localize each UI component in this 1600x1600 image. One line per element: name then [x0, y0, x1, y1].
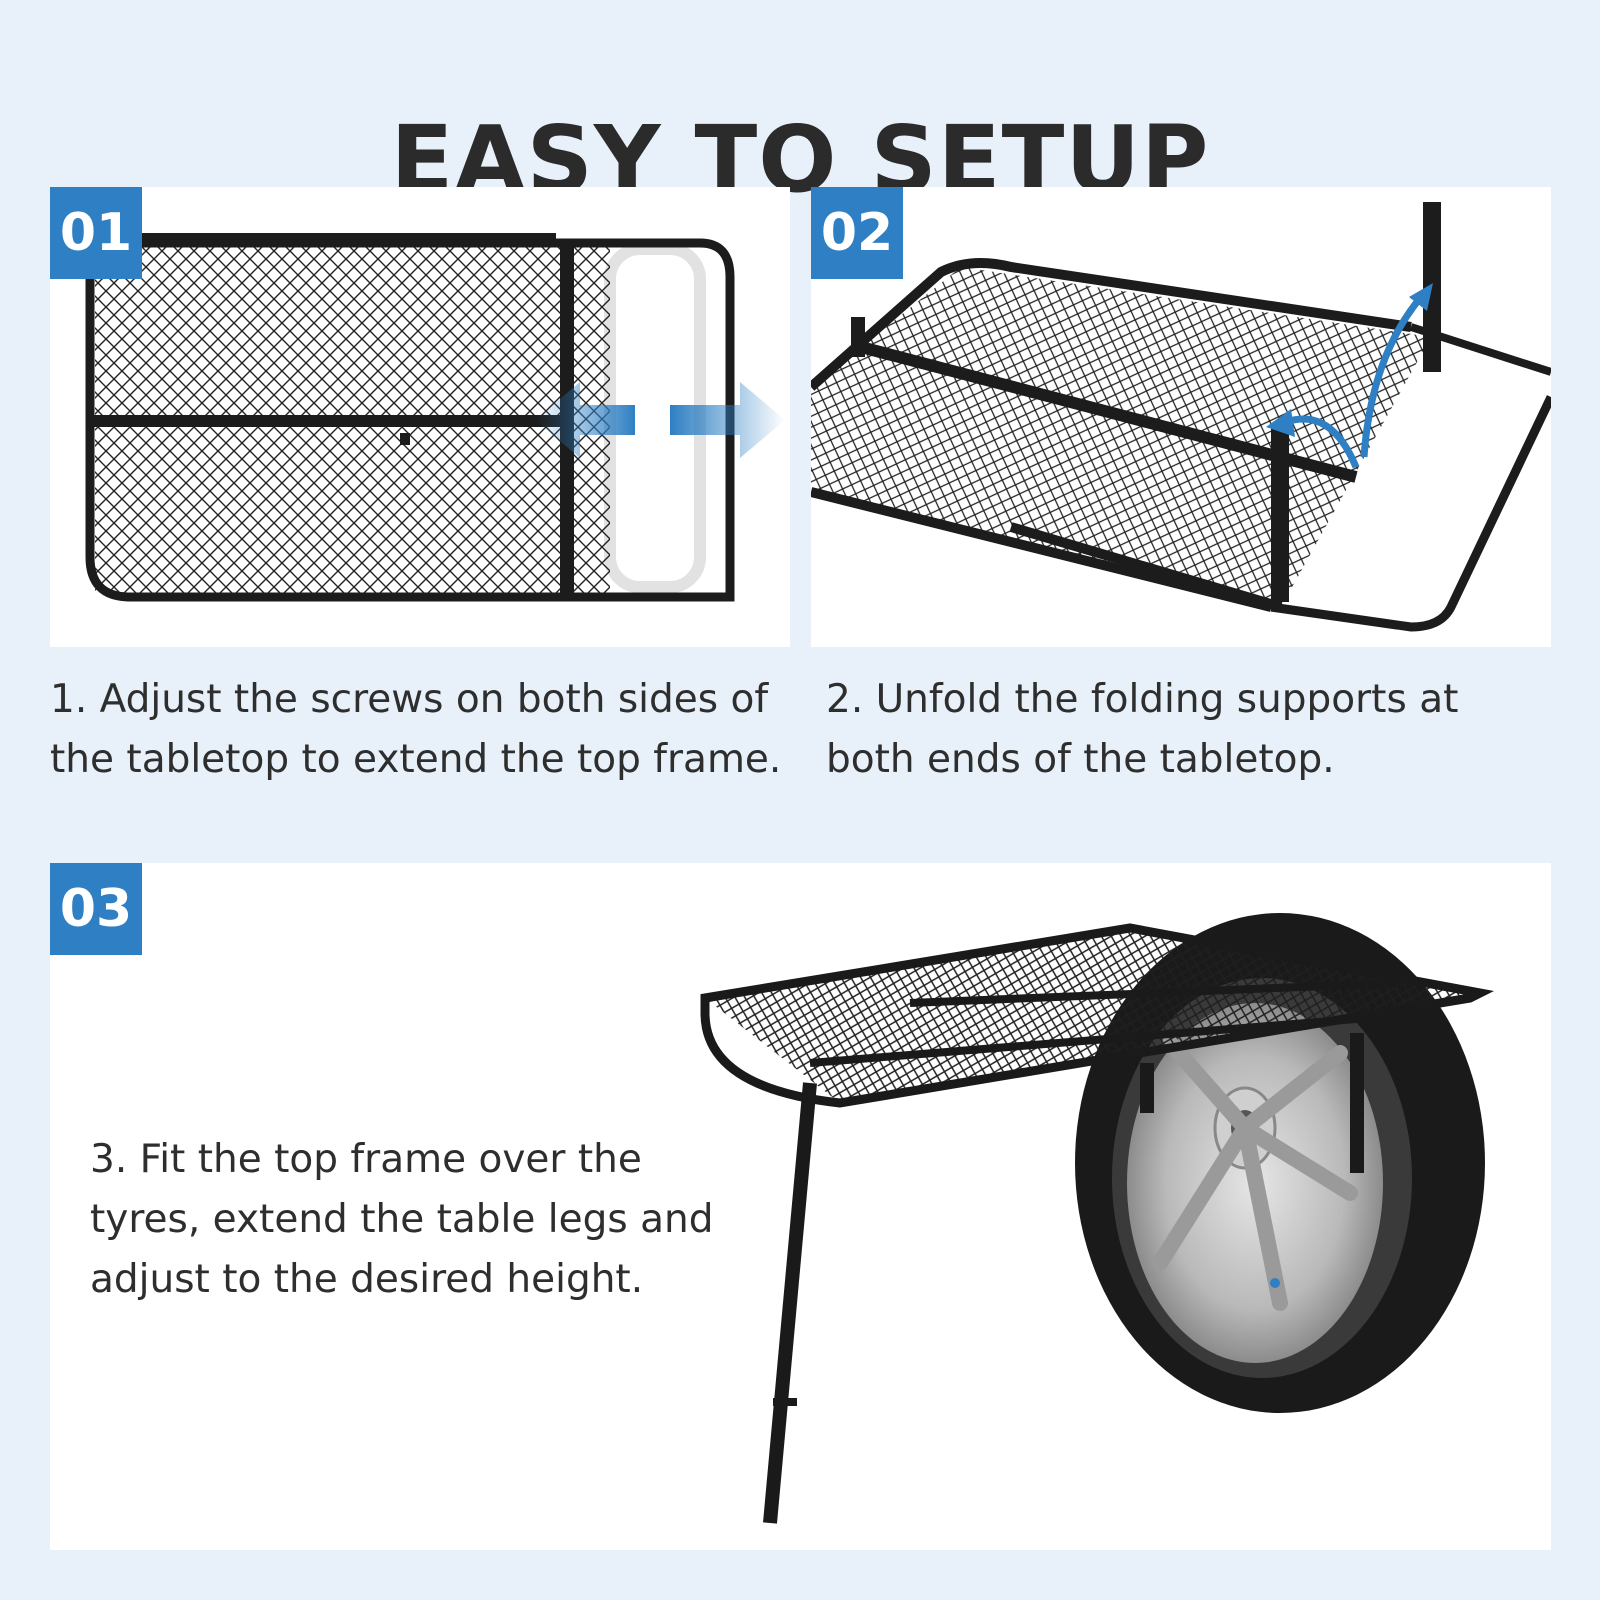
step-3-badge: 03: [50, 863, 142, 955]
step-3-image-panel: 03: [50, 863, 1551, 1550]
step-1-badge: 01: [50, 187, 142, 279]
folding-supports-illustration: [811, 202, 1551, 632]
step-3-caption: 3. Fit the top frame over the tyres, ext…: [90, 1137, 714, 1302]
tabletop-extension-illustration: [85, 233, 785, 602]
step-1-image-panel: 01: [50, 187, 790, 647]
step-1-caption: 1. Adjust the screws on both sides of th…: [50, 677, 782, 782]
step-2-caption: 2. Unfold the folding supports at both e…: [826, 677, 1459, 782]
tyre-table-illustration: [700, 913, 1495, 1524]
step-2-image-panel: 02: [811, 187, 1551, 647]
step-2-badge: 02: [811, 187, 903, 279]
